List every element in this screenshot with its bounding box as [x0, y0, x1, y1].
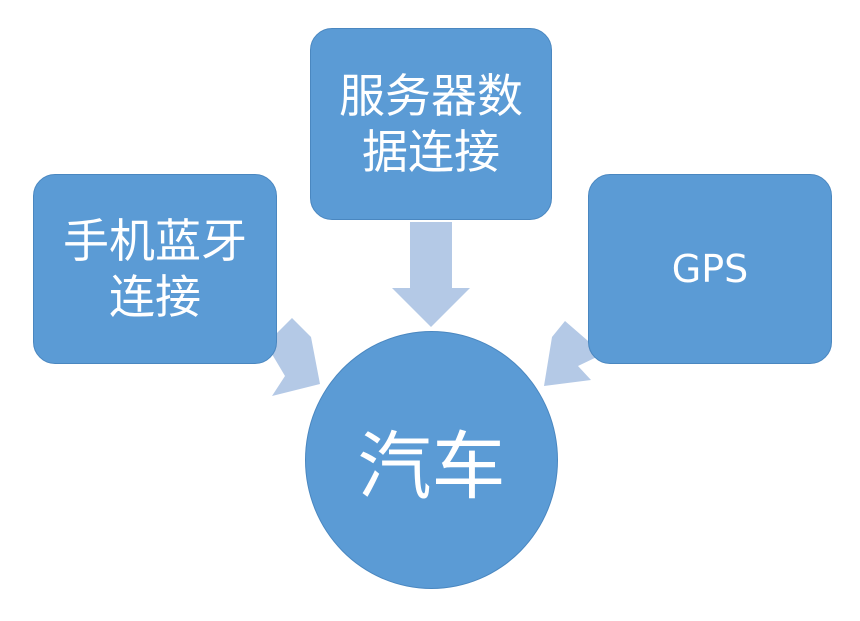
node-gps-label: GPS [671, 246, 749, 291]
node-car: 汽车 [305, 331, 558, 589]
node-gps: GPS [588, 174, 832, 364]
node-car-label: 汽车 [357, 423, 506, 510]
node-phone-bluetooth-label: 手机蓝牙连接 [63, 213, 247, 324]
arrow-right-to-center [544, 321, 603, 386]
arrow-left-to-center [266, 318, 320, 396]
node-server-data: 服务器数据连接 [310, 28, 552, 220]
node-server-data-label: 服务器数据连接 [339, 68, 523, 179]
node-phone-bluetooth: 手机蓝牙连接 [33, 174, 277, 364]
arrow-top-to-center [392, 222, 470, 327]
